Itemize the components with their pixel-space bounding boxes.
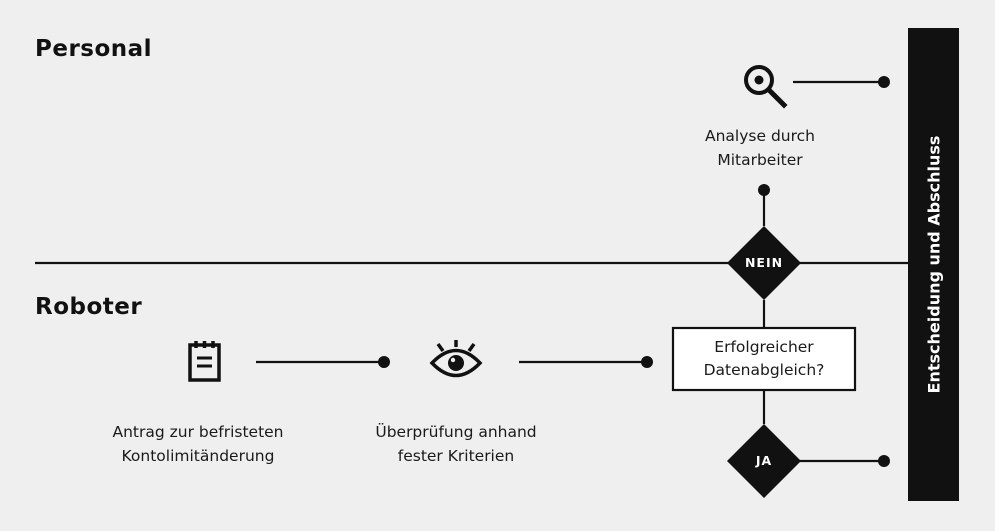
analysis-caption-line1: Analyse durch — [705, 127, 815, 145]
no-diamond — [727, 226, 801, 300]
analysis-caption: Analyse durch Mitarbeiter — [680, 124, 840, 172]
lane-title-personal: Personal — [35, 36, 153, 62]
decision-box — [671, 326, 857, 392]
connector-dot — [641, 356, 653, 368]
connector-dot — [378, 356, 390, 368]
review-caption-line1: Überprüfung anhand — [375, 423, 537, 441]
connector-dot — [878, 455, 890, 467]
magnifier-icon — [744, 65, 788, 109]
analysis-caption-line2: Mitarbeiter — [717, 151, 803, 169]
decision-sidebar — [908, 28, 959, 501]
eye-icon — [429, 340, 483, 378]
decision-question-line1: Erfolgreicher — [714, 338, 814, 356]
sidebar-label-text: Entscheidung und Abschluss — [924, 135, 944, 394]
lane-title-roboter: Roboter — [35, 294, 143, 320]
review-caption: Überprüfung anhand fester Kriterien — [356, 420, 556, 468]
yes-diamond — [727, 424, 801, 498]
decision-question-line2: Datenabgleich? — [703, 361, 825, 379]
request-caption-line2: Kontolimitänderung — [121, 447, 275, 465]
sidebar-label: Entscheidung und Abschluss — [908, 28, 959, 501]
request-caption: Antrag zur befristeten Kontolimitänderun… — [88, 420, 308, 468]
clipboard-icon — [188, 341, 221, 382]
yes-label: JA — [755, 453, 773, 468]
connector-dot — [758, 184, 770, 196]
connector-dot — [878, 76, 890, 88]
request-caption-line1: Antrag zur befristeten — [112, 423, 284, 441]
decision-question: Erfolgreicher Datenabgleich? — [673, 328, 855, 390]
review-caption-line2: fester Kriterien — [397, 447, 515, 465]
no-label: NEIN — [744, 255, 784, 270]
